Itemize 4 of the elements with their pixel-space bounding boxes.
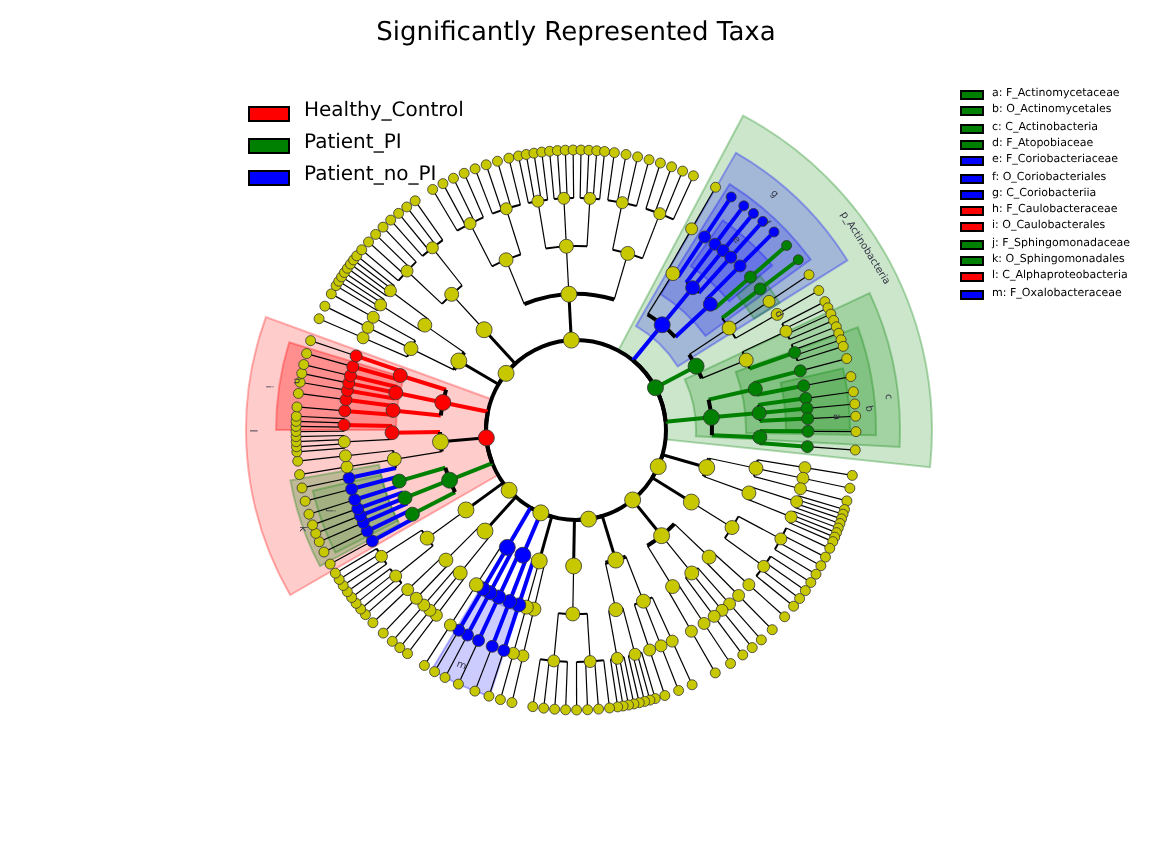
legend-label: Patient_PI: [304, 132, 402, 154]
legend-label: Patient_no_PI: [304, 164, 437, 186]
legend-label: Healthy_Control: [304, 100, 464, 122]
chart-title: Significantly Represented Taxa: [374, 18, 778, 48]
